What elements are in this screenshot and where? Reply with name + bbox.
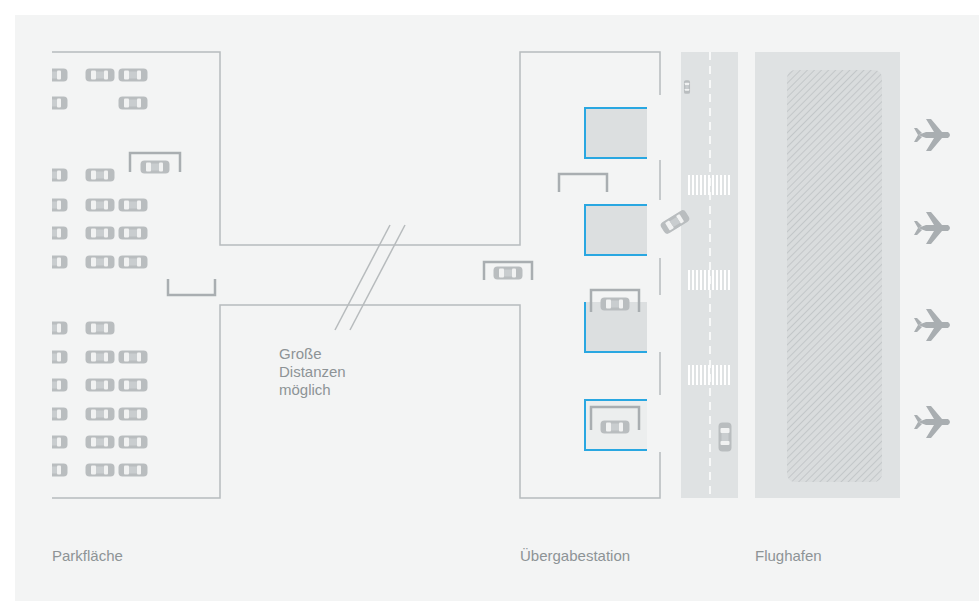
panel-ground (15, 15, 979, 601)
cars (0, 0, 732, 601)
parked-car (86, 322, 115, 335)
parked-car (119, 379, 148, 392)
plane-icon (914, 309, 950, 341)
plane-icon (914, 119, 950, 151)
parked-car (119, 69, 148, 82)
area-label: Parkfläche (52, 547, 252, 565)
road (681, 52, 738, 498)
parked-car (119, 97, 148, 110)
parked-car (86, 408, 115, 421)
robot-brackets (130, 153, 639, 430)
plane-icon (914, 212, 950, 244)
area-label: Flughafen (755, 547, 955, 565)
plane-icon (914, 406, 950, 438)
parked-car (86, 227, 115, 240)
airport-terminal (787, 70, 882, 482)
parked-car (119, 227, 148, 240)
parked-car (119, 351, 148, 364)
parked-car (86, 69, 115, 82)
handover-boxes (585, 108, 647, 450)
parked-car (86, 256, 115, 269)
distance-note: Große Distanzen möglich (279, 345, 389, 399)
crosswalks (688, 175, 730, 385)
parked-car (119, 464, 148, 477)
parked-car (119, 436, 148, 449)
parked-car (86, 351, 115, 364)
parked-car (86, 199, 115, 212)
parked-car (86, 169, 115, 182)
parked-car (86, 464, 115, 477)
parked-car (119, 256, 148, 269)
parked-car (119, 408, 148, 421)
parked-car (119, 199, 148, 212)
parked-car (86, 436, 115, 449)
airport-apron (755, 52, 900, 498)
parked-car (86, 379, 115, 392)
area-label: Übergabestation (520, 547, 720, 565)
area-outlines (50, 52, 660, 498)
